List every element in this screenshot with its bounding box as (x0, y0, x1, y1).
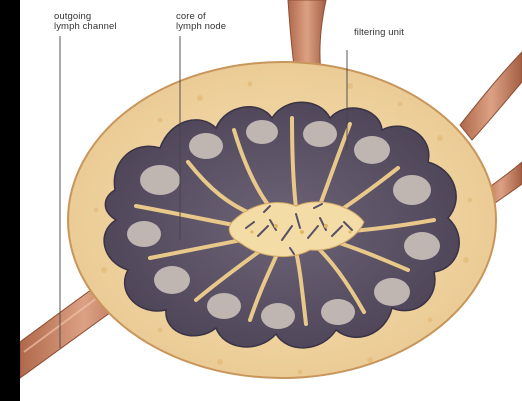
label-outgoing-lymph-channel: outgoing lymph channel (54, 12, 117, 32)
label-core-of-lymph-node: core of lymph node (176, 12, 226, 32)
label-filtering-unit: filtering unit (354, 28, 404, 38)
lymph-node-illustration: outgoing lymph channel core of lymph nod… (20, 0, 522, 401)
right-upper-vessel (460, 52, 522, 140)
lymph-node-svg (20, 0, 522, 401)
